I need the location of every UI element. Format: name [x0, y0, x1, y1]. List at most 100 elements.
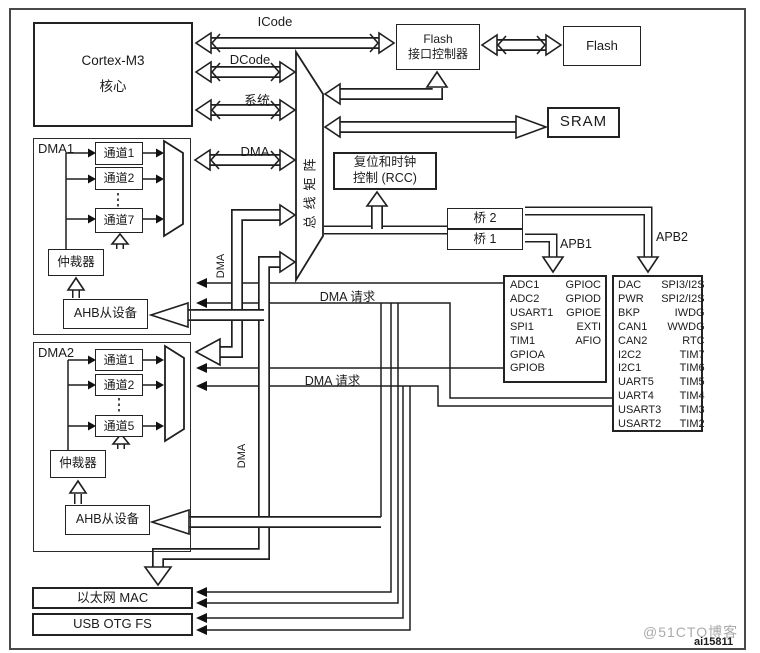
flash-box: Flash [563, 26, 641, 66]
dma1-channel-1: 通道1 [95, 142, 143, 165]
peripheral-label: UART5 [618, 376, 654, 389]
dma2-ahb-slave-label: AHB从设备 [75, 512, 140, 527]
dma1-funnel [163, 139, 184, 238]
ethernet-mac-label: 以太网 MAC [76, 589, 149, 605]
usb-otg-box: USB OTG FS [32, 613, 193, 636]
peripheral-label: GPIOD [565, 292, 601, 305]
system-bus-label: 系统 [243, 93, 270, 108]
peripheral-label: IWDG [674, 306, 705, 319]
peripheral-label: SPI2/I2S [661, 292, 705, 305]
apb1-peripherals-box [612, 275, 703, 432]
flash-if-line2: 接口控制器 [407, 47, 468, 61]
dma1-ahb-slave-label: AHB从设备 [73, 306, 138, 321]
peripheral-label: AFIO [575, 334, 601, 347]
icode-bus-label: ICode [257, 14, 293, 29]
peripheral-label: PWR [618, 292, 644, 305]
peripheral-label: ADC1 [510, 279, 540, 291]
dma2-channel-1: 通道1 [95, 349, 143, 371]
dma1-title: DMA1 [38, 141, 75, 156]
peripheral-label: TIM5 [679, 376, 705, 389]
usb-otg-label: USB OTG FS [73, 616, 152, 632]
dma1-channel-7: 通道7 [95, 208, 143, 233]
peripheral-label: TIM3 [679, 404, 705, 417]
cortex-m3-box: Cortex-M3 核心 [33, 22, 193, 127]
peripheral-label: USART3 [618, 404, 662, 417]
bridge1-label: 桥 1 [473, 231, 497, 246]
dma2-title: DMA2 [38, 345, 75, 360]
peripheral-label: I2C1 [618, 362, 642, 375]
bridge2-label: 桥 2 [473, 210, 497, 225]
peripheral-label: USART1 [510, 306, 554, 319]
cortex-subtitle: 核心 [99, 79, 127, 94]
peripheral-label: WWDG [667, 320, 705, 333]
dma1-container [33, 138, 191, 335]
dma-vertical-label-1: DMA [215, 253, 227, 279]
peripheral-label: DAC [618, 279, 642, 291]
dma2-arbiter-box: 仲裁器 [50, 450, 106, 478]
dcode-bus-label: DCode [229, 52, 271, 67]
dma2-channel-2: 通道2 [95, 374, 143, 396]
dma2-channel-5: 通道5 [95, 415, 143, 437]
dma2-channel-1-label: 通道1 [103, 352, 135, 367]
dma1-channel-2-label: 通道2 [103, 171, 135, 185]
bus-matrix-label: 总线矩阵 [302, 152, 318, 229]
flash-if-line1: Flash [423, 32, 453, 46]
peripheral-label: I2C2 [618, 348, 642, 361]
peripheral-label: TIM1 [510, 334, 536, 347]
dma2-funnel [164, 344, 185, 443]
flash-interface-box: Flash 接口控制器 [396, 24, 480, 70]
dma2-channel-5-label: 通道5 [103, 418, 135, 433]
peripheral-label: TIM7 [679, 348, 705, 361]
watermark: @51CTO博客 [643, 624, 739, 640]
diagram-border [9, 8, 746, 650]
dma1-ahb-slave-box: AHB从设备 [63, 299, 148, 329]
rcc-line2: 控制 (RCC) [353, 171, 417, 185]
dma2-container [33, 342, 191, 552]
peripheral-label: SPI1 [510, 320, 534, 333]
peripheral-label: SPI3/I2S [661, 279, 705, 291]
dma1-arbiter-label: 仲裁器 [57, 254, 95, 269]
bus-matrix-shape [295, 48, 324, 284]
peripheral-label: GPIOE [566, 306, 601, 319]
peripheral-label: CAN1 [618, 320, 648, 333]
dma-request-label-1: DMA 请求 [319, 290, 376, 304]
dma-bus-label: DMA [240, 144, 270, 159]
peripheral-label: ADC2 [510, 292, 540, 305]
dma1-channel-7-label: 通道7 [103, 213, 135, 227]
peripheral-label: GPIOB [510, 362, 545, 375]
peripheral-label: CAN2 [618, 334, 648, 347]
peripheral-label: USART2 [618, 418, 662, 431]
cortex-title: Cortex-M3 [81, 53, 145, 69]
sram-box: SRAM [547, 107, 620, 138]
dma1-channel-1-label: 通道1 [103, 146, 135, 160]
peripheral-label: BKP [618, 306, 641, 319]
apb1-label: APB1 [560, 237, 592, 251]
rcc-box: 复位和时钟 控制 (RCC) [333, 152, 437, 190]
apb2-peripherals-box [503, 275, 607, 383]
figure-id: ai15811 [694, 636, 734, 648]
flash-label: Flash [586, 37, 618, 53]
dma2-ahb-slave-box: AHB从设备 [65, 505, 150, 535]
dma2-arbiter-label: 仲裁器 [59, 456, 97, 471]
peripheral-label: TIM6 [679, 362, 705, 375]
bridge2-box: 桥 2 [447, 208, 523, 229]
peripheral-label: GPIOA [510, 348, 545, 361]
sram-label: SRAM [559, 113, 608, 131]
dma-vertical-label-2: DMA [236, 443, 248, 469]
rcc-line1: 复位和时钟 [353, 155, 417, 170]
peripheral-label: GPIOC [565, 279, 601, 291]
peripheral-label: TIM2 [679, 418, 705, 431]
dma-request-label-2: DMA 请求 [304, 374, 361, 388]
dma2-channel-2-label: 通道2 [103, 377, 135, 392]
peripheral-label: UART4 [618, 390, 654, 403]
dma1-channel-2: 通道2 [95, 167, 143, 190]
dma1-arbiter-box: 仲裁器 [48, 249, 104, 276]
